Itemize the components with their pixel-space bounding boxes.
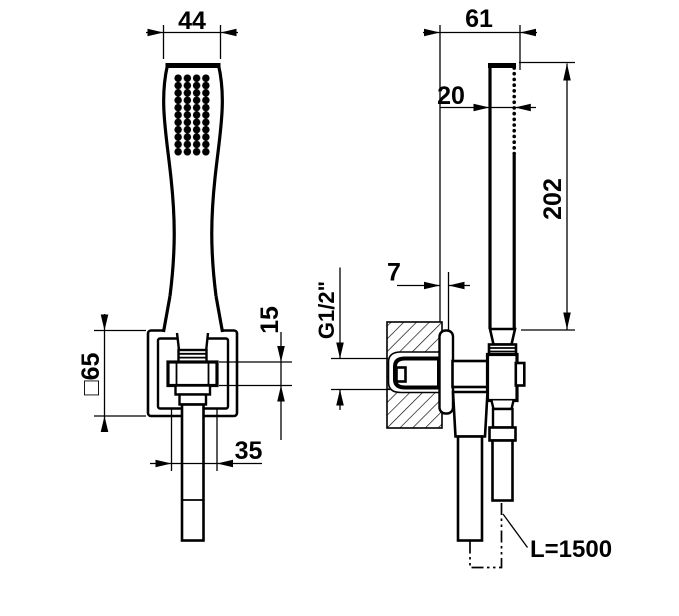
dimension-holder-height: 15 [219, 306, 292, 440]
dim-label-connection-thread: G1/2" [314, 281, 339, 339]
hose-length-label: L=1500 [530, 536, 612, 563]
dimension-head-width: 44 [146, 7, 238, 59]
arrow [220, 28, 237, 37]
handle-hose-neck [491, 407, 514, 429]
dim-label-holder-width: 35 [235, 437, 263, 465]
dim-label-wall-clearance: 7 [387, 259, 401, 287]
holder-knob [514, 361, 526, 387]
dimension-wall-clearance: 7 [387, 259, 470, 330]
cone-right [214, 295, 225, 333]
fitting-clip [395, 366, 407, 383]
leader-line [502, 513, 529, 548]
nut-front [177, 348, 208, 364]
dim-label-total-depth: 61 [465, 5, 493, 33]
inner-cone-right [205, 332, 210, 351]
side-view: L=1500 61 20 202 [314, 5, 612, 569]
arrow [448, 281, 465, 290]
arrow [277, 346, 285, 362]
escutcheon-flange [438, 329, 455, 415]
arrow [336, 389, 344, 406]
hose-end-handle [491, 439, 514, 502]
hose-cone [451, 390, 489, 438]
arrow [155, 459, 172, 468]
dim-label-handle-length: 202 [539, 178, 567, 220]
handshower-side [485, 63, 526, 502]
arrow [563, 312, 571, 330]
dim-label-plate-size: □65 [77, 352, 105, 395]
hose-phantom-line [469, 501, 503, 569]
bar-fill [489, 63, 516, 329]
handle-left-edge [162, 64, 176, 297]
dimension-handle-thickness: 20 [437, 82, 536, 112]
inner-cone-left [175, 332, 181, 351]
dimension-total-depth: 61 [423, 5, 537, 322]
front-view: 44 □65 15 35 [77, 7, 292, 542]
dimension-plate-size: □65 [77, 314, 146, 432]
outlet-stub [451, 359, 490, 389]
arrow [563, 63, 571, 81]
water-outlet [438, 329, 490, 415]
dim-label-holder-height: 15 [256, 306, 284, 334]
arrow [147, 28, 164, 37]
arrow [424, 28, 440, 37]
arrow [100, 416, 109, 432]
neck-step1 [174, 384, 212, 396]
neck-step2 [178, 393, 208, 406]
dimension-connection-thread: G1/2" [314, 267, 390, 410]
handle-right-edge [210, 64, 224, 297]
dim-label-head-width: 44 [178, 7, 206, 35]
taper-neck [488, 327, 517, 346]
arrow [217, 459, 233, 468]
arrow [277, 385, 285, 402]
wall-section [386, 321, 443, 429]
hose-nut-side [488, 426, 517, 442]
hose-end-front [180, 403, 205, 542]
dimension-handle-length: 202 [519, 61, 575, 331]
supply-hose-end [451, 390, 489, 542]
arrow [336, 342, 344, 359]
handshower-front [161, 63, 225, 542]
cone-left [161, 295, 172, 333]
spray-face-dots [173, 74, 211, 156]
arrow [473, 103, 490, 112]
holder-collar-front [166, 360, 219, 388]
hose-phantom: L=1500 [469, 501, 612, 569]
arrow [514, 103, 531, 112]
lower-taper [490, 400, 515, 411]
arrow [520, 28, 536, 37]
dim-label-handle-thickness: 20 [437, 82, 465, 110]
dimension-holder-width: 35 [150, 408, 262, 471]
holder-body-side [485, 352, 519, 403]
arrow [100, 314, 109, 331]
hose-sleeve [456, 435, 484, 542]
arrow [424, 281, 440, 290]
